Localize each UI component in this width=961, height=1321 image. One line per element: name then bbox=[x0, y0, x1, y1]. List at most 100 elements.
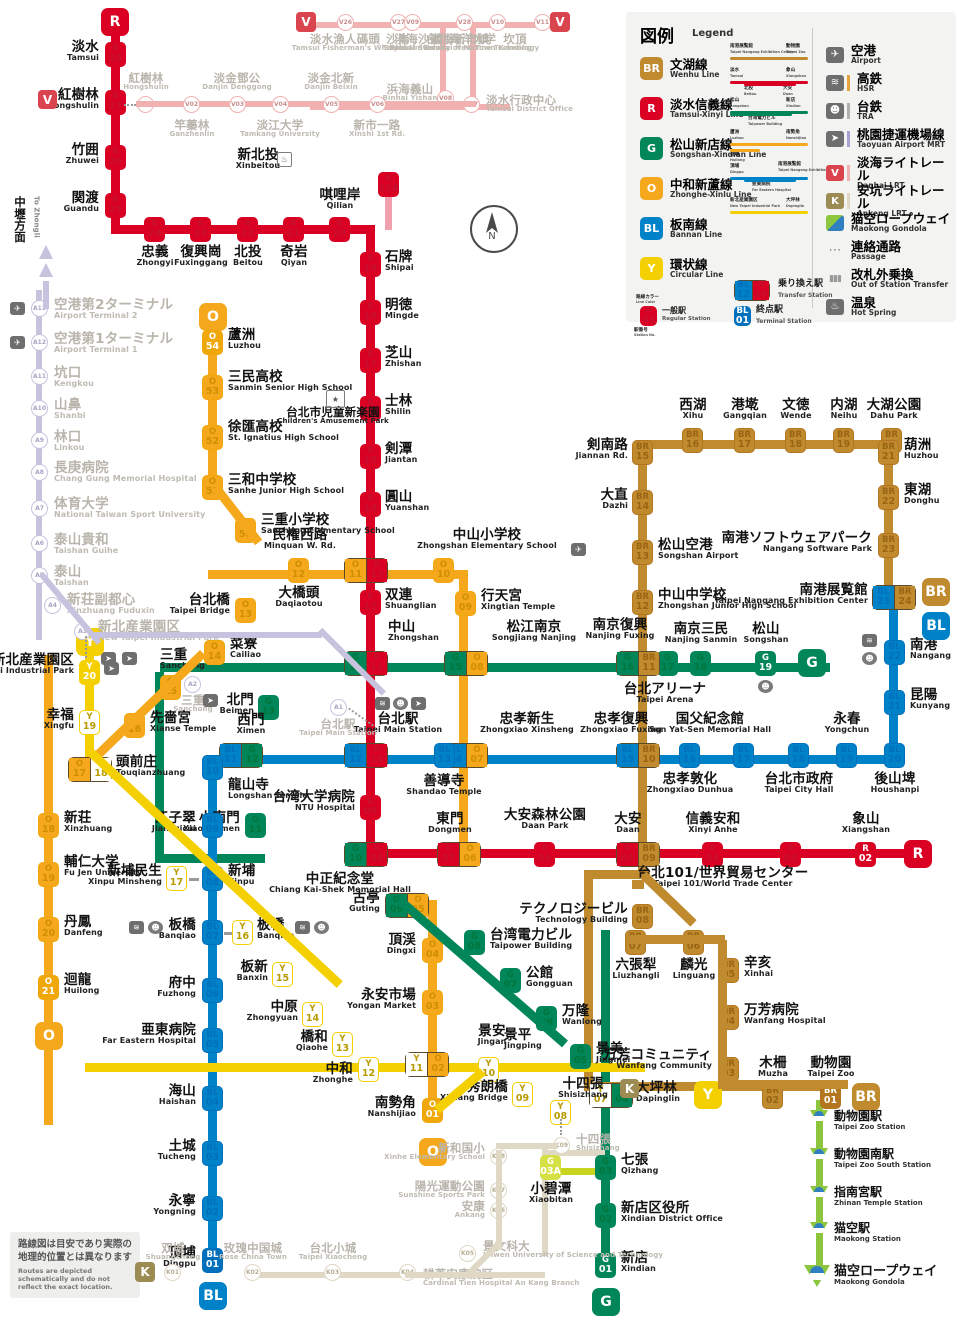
station-V04[interactable]: V04 bbox=[272, 96, 289, 113]
station-A11[interactable]: A11 bbox=[31, 368, 48, 385]
station-A10[interactable]: A10 bbox=[31, 400, 48, 417]
station-K02[interactable]: K02 bbox=[244, 1264, 261, 1281]
station-K03[interactable]: K03 bbox=[324, 1264, 341, 1281]
station-A4[interactable]: A4 bbox=[44, 597, 61, 614]
station-K05[interactable]: K05 bbox=[459, 1245, 476, 1262]
station-V06[interactable]: V06 bbox=[369, 96, 386, 113]
station-A9[interactable]: A9 bbox=[31, 432, 48, 449]
station-A6[interactable]: A6 bbox=[31, 535, 48, 552]
station-V10[interactable]: V10 bbox=[489, 14, 506, 31]
station-K01[interactable]: K01 bbox=[164, 1264, 181, 1281]
station-V05[interactable]: V05 bbox=[323, 96, 340, 113]
station-V09[interactable]: V09 bbox=[404, 14, 421, 31]
station-K09[interactable]: K09 bbox=[553, 1137, 570, 1154]
station-A8[interactable]: A8 bbox=[31, 464, 48, 481]
station-A7[interactable]: A7 bbox=[31, 500, 48, 517]
station-V26[interactable]: V26 bbox=[337, 14, 354, 31]
